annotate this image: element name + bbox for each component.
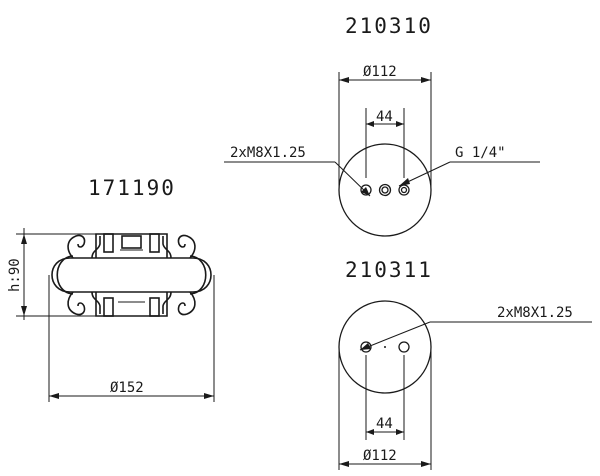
bottom-plate-diameter-label: Ø112 bbox=[363, 448, 397, 464]
top-plate-spacing-dimension: 44 bbox=[365, 108, 405, 178]
bottom-plate-view: 210311 2xM8X1.25 44 Ø bbox=[338, 258, 592, 470]
bottom-plate-code: 210311 bbox=[345, 258, 433, 282]
top-plate-bolt-label: 2xM8X1.25 bbox=[230, 145, 306, 161]
width-dimension: Ø152 bbox=[48, 275, 215, 402]
bottom-plate-diameter-dimension: Ø112 bbox=[338, 347, 432, 470]
side-view-code: 171190 bbox=[88, 176, 176, 200]
bottom-plate-bolt-hole-left bbox=[360, 341, 372, 353]
top-plate-port-callout: G 1/4" bbox=[398, 145, 540, 187]
width-label: Ø152 bbox=[110, 380, 144, 396]
top-plate-bolt-callout: 2xM8X1.25 bbox=[224, 145, 371, 197]
side-view: 171190 bbox=[7, 176, 215, 402]
top-plate-view: 210310 Ø112 44 2xM8X1.25 bbox=[224, 14, 540, 237]
top-plate-bolt-hole-left bbox=[360, 184, 372, 196]
top-plate-outline bbox=[338, 143, 432, 237]
top-plate-air-port bbox=[378, 183, 392, 197]
top-plate-bolt-hole-right bbox=[398, 184, 410, 196]
top-mounting-plate bbox=[91, 233, 172, 259]
bottom-plate-bolt-label: 2xM8X1.25 bbox=[497, 305, 573, 321]
bottom-mounting-plate bbox=[91, 291, 172, 317]
bottom-plate-bolt-callout: 2xM8X1.25 bbox=[359, 305, 592, 351]
top-plate-code: 210310 bbox=[345, 14, 433, 38]
top-plate-diameter-label: Ø112 bbox=[363, 64, 397, 80]
bellows-outline bbox=[51, 234, 212, 316]
top-plate-port-label: G 1/4" bbox=[455, 145, 506, 161]
bottom-plate-center-mark bbox=[384, 346, 386, 348]
top-plate-diameter-dimension: Ø112 bbox=[338, 64, 432, 190]
bottom-plate-spacing-dimension: 44 bbox=[365, 355, 405, 440]
top-plate-spacing-label: 44 bbox=[376, 109, 393, 125]
height-label: h:90 bbox=[7, 258, 23, 292]
height-dimension: h:90 bbox=[7, 228, 96, 320]
bottom-plate-bolt-hole-right bbox=[398, 341, 410, 353]
bottom-plate-spacing-label: 44 bbox=[376, 416, 393, 432]
